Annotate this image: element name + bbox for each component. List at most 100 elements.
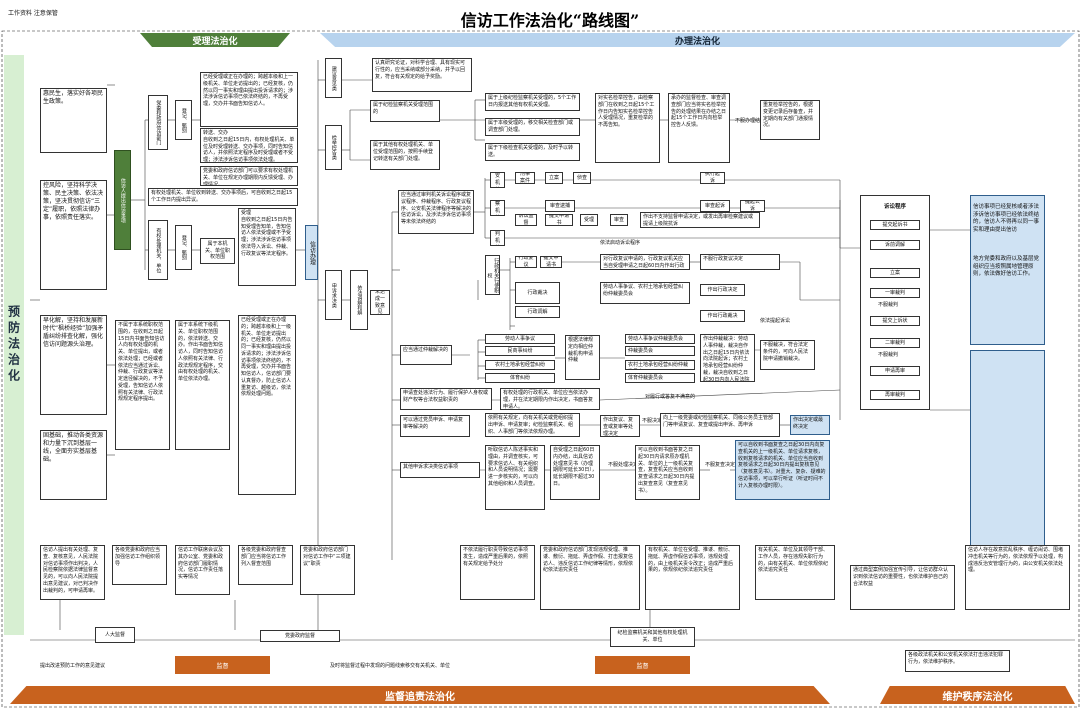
- order-note: 各级政法机关和公安机关依法打击违法犯罪行为，依法维护秩序。: [905, 650, 1010, 672]
- arb-item-3: 农村土地承包经营纠纷: [485, 360, 555, 370]
- arb-body-1: 劳动人事争议仲裁委员会: [625, 334, 695, 344]
- proc-step-7: 二审裁判: [870, 338, 920, 348]
- party-register: 登记、甄别: [175, 100, 192, 140]
- arb-body-3: 农村土地承包经营纠纷仲裁委员会: [625, 360, 695, 370]
- report-upper: 属于上级纪检监察机关受理的，5个工作日内报送其他有权机关受理。: [485, 93, 580, 111]
- arbitration-label: 应当通过仲裁解决的: [400, 345, 452, 365]
- other-final: 可以自收到书面复查之日起30日内向复查机关的上一级机关、单位请求复核，收到复核请…: [735, 440, 830, 500]
- party-note-report: 党委和政府信访部门可以要求有权处理机关、单位在规定办理期限内反馈受理、办理情况。: [200, 166, 298, 186]
- report-result: 承办的监督检查、审查调查部门应当将实名检举控告的处理结果在办结之日起15个工作日…: [668, 93, 730, 163]
- other-review: 可以自收到书面答复之日起30日内请求原办理机关、单位的上一级机关复查，复查机关应…: [635, 445, 700, 500]
- confidential-note: 工作资料 注意保管: [8, 10, 58, 17]
- party-petition: 可以通过党员申诉、申请复审等解决的: [400, 415, 470, 437]
- admin-result-1: 作出行政决定: [700, 284, 745, 296]
- prevent-livelihood: 惠民生，落实好各项民生政策。: [40, 88, 107, 153]
- admin-item-3: 行政裁决: [515, 282, 560, 304]
- procedure-title: 诉讼程序: [883, 203, 906, 210]
- type-report: 检举控告类: [325, 125, 342, 170]
- right-mid: 地方党委和政府以及基层党组织应当按照属地管理原则，依法做好信访工作。: [973, 256, 1040, 278]
- organ-register: 登记、甄别: [175, 225, 192, 270]
- bottom-box-1: 信访人提出有关处理、复查、复核意见，人民法院对信访事项作出判决，人民检察院依据法…: [40, 545, 105, 600]
- not-support-decision: 作出不支持监督申请决定，或发出再审检察建议或提请上级院抗诉: [640, 212, 760, 228]
- prevent-risk: 控风险，坚持科学决策、民主决策、依法决策，坚决贯彻信访“三定”履职，依照法律办事…: [40, 180, 107, 290]
- organ-accept-note: 受理 自收到之日起15日内告知受理告知单，告知信访人依法受理或不予受理；涉法涉诉…: [238, 208, 296, 286]
- section-prevent: 预防法治化: [4, 55, 24, 635]
- bottom-box-2: 各级党委和政府应当加强信访工作组织领导: [112, 545, 167, 585]
- examination: 审查: [610, 214, 628, 226]
- admin-item-4: 行政调解: [515, 306, 560, 318]
- bottom-box-4: 各级党委和政府督查部门应当将信访工作列入督查范围: [238, 545, 293, 585]
- public-prosecution: 提起公诉: [740, 200, 765, 212]
- proc-step-2: 诉前调解: [870, 240, 920, 250]
- section-accept: 受理法治化: [140, 33, 290, 47]
- criminal-case: 刑事案件: [515, 172, 535, 184]
- reject-out-of-scope: 不属于本系统职权范围的，在收到之日起15日内书面告知信访人向有权处理的机关、单位…: [115, 320, 170, 450]
- bottom-bar-note-2: 及时将监督过程中发现的问题线索移交有关机关、单位: [330, 663, 451, 669]
- party-supervision: 党委政府监督: [260, 630, 340, 642]
- npc-supervision: 人大监督: [95, 627, 135, 643]
- party-note-rejected: 已经受理或正在办理的；跨越本级和上一级机关、单位走访提出的；已经复核，仍然以同一…: [200, 72, 298, 127]
- proc-step-3: 立案: [870, 268, 920, 278]
- other-rule: 自受理之日起60日内办结，出具信访处理意见书（办理期限可延长30日），延长期限不…: [550, 445, 600, 500]
- reject-lower-level: 属于本系统下级机关、单位职权范围的，依法转送、交办。作出书面告知信访人，同时告知…: [175, 320, 230, 450]
- bottom-box-6: 不依法履行职责导致信访事项发生，造成严重后果的，依照有关规定给予处分: [460, 545, 535, 600]
- petition-rule: 依照有关规定，向有关机关或党组织提出申诉、申请复审；纪检监察机关、组织、人事部门…: [485, 413, 580, 437]
- admin-reconsider-rule: 对行政复议申请的，行政复议机关应当自受理申请之日起60日内作出行政复议决定；情况…: [600, 254, 690, 270]
- police-org: 公安机关: [490, 172, 505, 188]
- submit-application: 提交申请书: [545, 214, 573, 226]
- protect-rights: 申请查处违法行为、履行保护人身权或财产权等合法权益职责的: [400, 388, 492, 410]
- proc-step-5: 不服裁判: [878, 302, 899, 308]
- right-final: 信访事项已经复核或者涉法涉诉信访事项已经依法终结的，信访人不得再以同一事实和理由…: [970, 195, 1045, 345]
- litigation-supervision: 诉讼监督: [515, 214, 537, 226]
- report-same: 属于本级受理的，移交相关检查部门或调查部门处理。: [485, 118, 580, 136]
- report-final: 重复检举控告的，根据变更记录后存备查，并定期向有关部门通报情况。: [760, 100, 820, 140]
- reject-duplicate: 已经受理或正在办理的；跨越本级和上一级机关、单位走访提出的；已经复核，仍然以同一…: [238, 315, 296, 495]
- report-discipline-scope: 属于纪检监察机关受理范围的: [370, 100, 440, 122]
- procuratorate-org: 检察机关: [490, 200, 505, 216]
- start-proceedings: 依法启动诉讼程序: [600, 240, 641, 246]
- report-other-scope: 属于其他有权处理机关、单位受理范围的，按照手续登记转送有关部门处理。: [370, 140, 440, 170]
- report-refuse: 不服办理结果: [735, 118, 766, 124]
- proc-step-4: 一审裁判: [870, 288, 920, 298]
- arb-rule: 作出仲裁裁决：劳动人事仲裁，裁决自作出之日起15日内依法向法院起诉；农村土地承包…: [700, 334, 755, 382]
- execution-prosecute: 执行起诉: [700, 172, 725, 184]
- right-blank-panel: [970, 350, 1045, 550]
- arb-item-2: 民商事纠纷: [485, 346, 555, 356]
- suggestion-note: 认真研究论证，对科学合理、具有现实可行性的，应当采纳或部分采纳，并予以回复，符合…: [372, 58, 472, 92]
- admin-not-satisfy: 不服行政复议决定: [700, 254, 780, 270]
- report-realname: 对实名检举控告，由检察部门在收到之日起15个工作日内告知实名检举控告人受理情况，…: [595, 93, 660, 163]
- other-not-satisfy: 不服处理决定: [608, 462, 639, 468]
- proc-step-1: 提交起诉书: [870, 220, 920, 230]
- type-suggestion: 建议意见类: [325, 58, 342, 98]
- other-process: 听取信访人陈述事实和理由，并调查核实，可要求信访人、有关组织和人员说明情况；需要…: [485, 445, 545, 510]
- petition-upper: 向上一级党委或纪检监察机关、同级公务员主管部门等申请复议、复查或提出申诉、再申诉: [660, 413, 780, 437]
- investigation: 侦查: [573, 172, 591, 184]
- section-order: 维护秩序法治化: [880, 686, 1075, 704]
- proc-step-10: 再审裁判: [870, 390, 920, 400]
- petition-not-satisfy: 不服决定: [642, 418, 663, 424]
- type-claim: 申诉求决类: [325, 270, 342, 320]
- admin-result-2: 作出行政裁决: [700, 310, 745, 322]
- admin-item-2: 提交申请书: [540, 256, 562, 268]
- prevent-foundation: 固基础，推动各类资源和力量下沉到基层一线，全面夯实基层基础。: [40, 430, 107, 500]
- proc-step-9: 申请再审: [870, 366, 920, 376]
- litigation-note: 应当通过审判机关诉讼程序或复议程序、仲裁程序、行政复议程序、公安机关法律程序等解…: [398, 190, 474, 234]
- other-not-satisfy-2: 不服复查决定: [705, 462, 736, 468]
- section-supervise: 监督追责法治化: [10, 686, 830, 704]
- admin-item-1: 行政复议: [515, 256, 537, 268]
- right-top: 信访事项已经复核或者涉法涉诉信访事项已经依法终结的，信访人不得再以同一事实和理由…: [973, 204, 1040, 233]
- court-org: 审判机关: [490, 230, 505, 246]
- dispatch-label: 信访办理: [305, 225, 318, 280]
- petition-decision: 作出复议、复查或复审等处理决定: [600, 415, 640, 437]
- bottom-box-3: 信访工作联席会议及其办公室、党委和政府信访部门履职情况，信访工作责任落实等情况: [175, 545, 230, 595]
- mediation-not-agreed: 未达成一致意见: [370, 290, 390, 315]
- bottom-box-11: 信访人存在故意扰乱秩序、缠访闹访、围堵冲击机关等行为的，依法依规予以处理，构成违…: [965, 545, 1070, 610]
- mediation-resolve: 依法调解和解: [350, 270, 368, 330]
- case-filed: 立案: [545, 172, 563, 184]
- prosecution-review: 审查起诉: [700, 200, 730, 212]
- arb-refuse: 不服裁决，符合法定条件的，可向人民法院申请撤销裁决。: [760, 340, 815, 370]
- petition-final: 作出决定或最终决定: [790, 415, 830, 435]
- section-handle: 办理法治化: [320, 33, 1075, 47]
- arb-item-1: 劳动人事争议: [485, 334, 555, 344]
